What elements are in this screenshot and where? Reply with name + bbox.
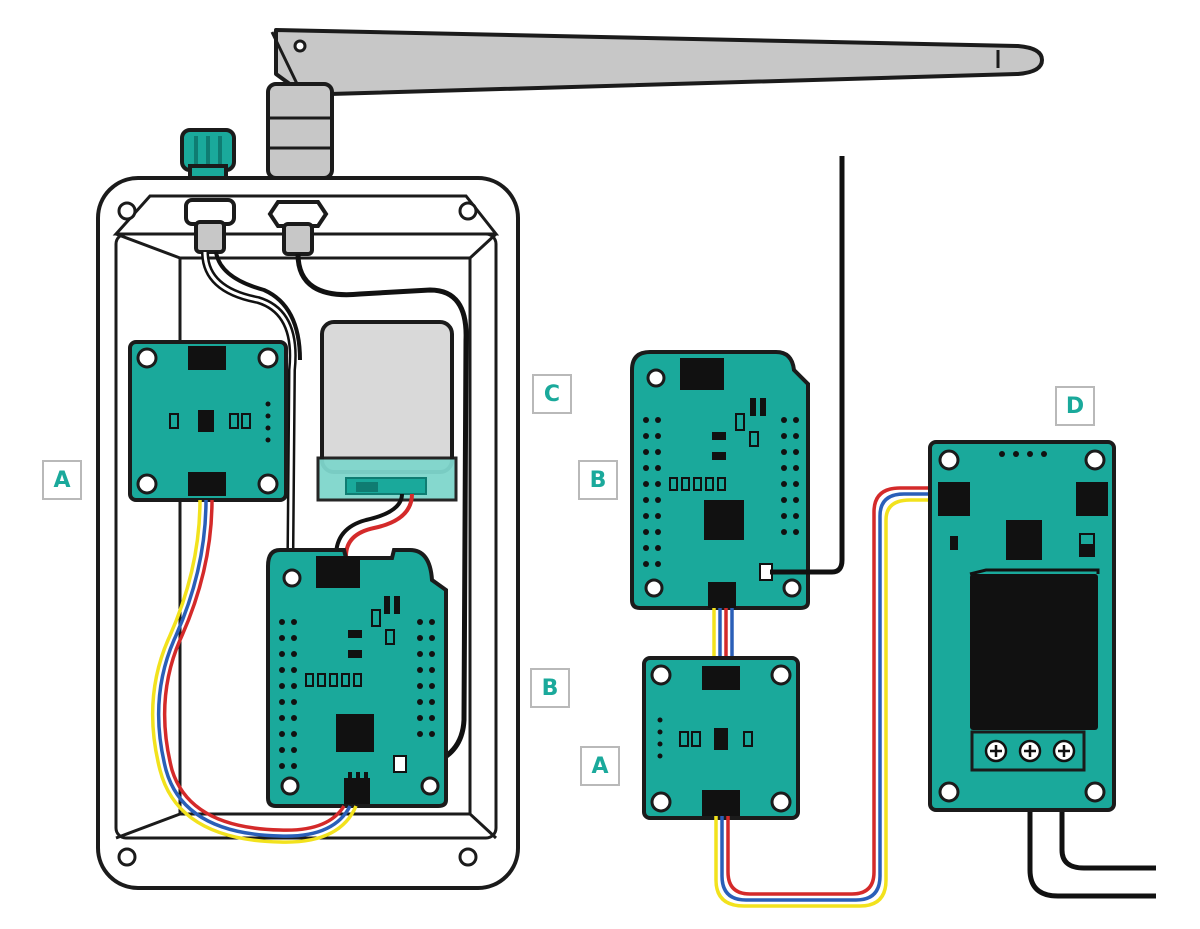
antenna-base bbox=[266, 82, 334, 180]
antenna-whip bbox=[274, 28, 1044, 96]
external-board-b bbox=[630, 350, 810, 610]
antenna-icon bbox=[266, 28, 1044, 180]
battery-lead-red bbox=[344, 493, 414, 557]
enclosure-board-b bbox=[266, 548, 448, 808]
battery-lead-black bbox=[334, 493, 404, 557]
sma-connector-icon bbox=[180, 128, 236, 186]
label-enclosure-board-b: B bbox=[530, 668, 570, 708]
external-board-a bbox=[642, 656, 800, 820]
label-enclosure-module-c: C bbox=[532, 374, 572, 414]
label-enclosure-board-a: A bbox=[42, 460, 82, 500]
label-external-relay-d: D bbox=[1055, 386, 1095, 426]
enclosure-sensor-cable bbox=[150, 499, 358, 844]
label-external-board-a: A bbox=[580, 746, 620, 786]
enclosure-module-c bbox=[316, 320, 458, 502]
external-relay-cable bbox=[714, 486, 940, 908]
sma-connector-left bbox=[184, 198, 236, 254]
external-relay-d bbox=[928, 440, 1156, 899]
external-antenna-wire bbox=[770, 156, 845, 575]
enclosure-board-a bbox=[128, 340, 288, 502]
label-external-board-b: B bbox=[578, 460, 618, 500]
